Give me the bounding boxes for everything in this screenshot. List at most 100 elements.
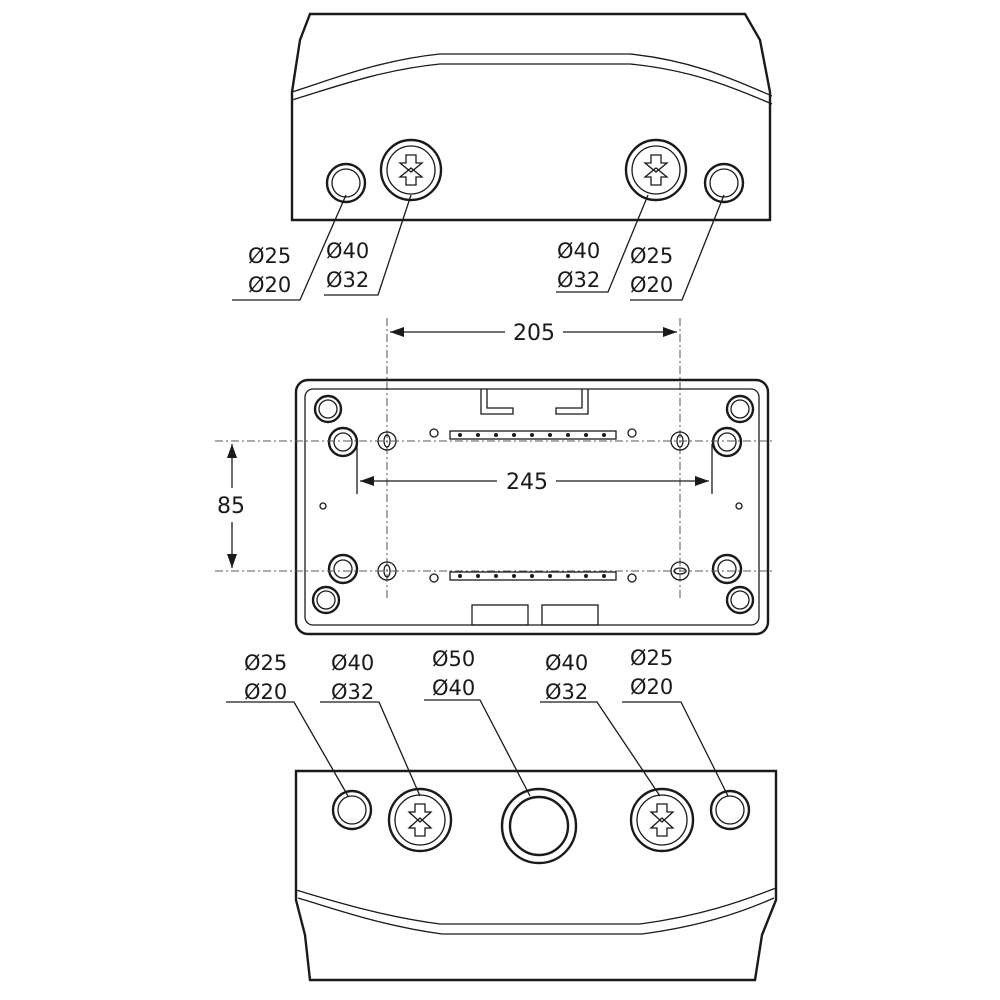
stud (530, 574, 534, 578)
leader-top-large-left (324, 194, 412, 296)
bottom-housing-curve (295, 887, 777, 925)
stud (548, 433, 552, 437)
top-small-left-label-2: Ø20 (248, 273, 291, 297)
mount-hole-tr-inner (717, 432, 737, 452)
arrowhead-205-left (390, 327, 404, 337)
top-housing-curve-inner (291, 63, 773, 105)
stud (530, 433, 534, 437)
stud (512, 433, 516, 437)
rail-screw-tl-slot (383, 434, 391, 448)
leader-bottom-large-right (540, 701, 661, 797)
stud (458, 574, 462, 578)
corner-hole-bl-inner (316, 590, 336, 610)
dim-85-label: 85 (217, 494, 245, 519)
top-small-left-label-1: Ø25 (248, 244, 291, 268)
corner-hole-tl-inner (318, 399, 338, 419)
top-hole-small-right-inner (709, 168, 739, 198)
top-knockout-right (624, 138, 688, 202)
plate-clip-bottom-left (471, 604, 529, 626)
stud (566, 574, 570, 578)
bottom-view: Ø25 Ø20 Ø40 Ø32 Ø50 Ø40 Ø40 Ø32 Ø25 Ø20 (226, 646, 778, 982)
mount-hole-tl-inner (333, 432, 353, 452)
bottom-center-label-1: Ø50 (432, 647, 475, 671)
stud (458, 433, 462, 437)
arrowhead-245-left (360, 476, 374, 486)
leader-bottom-large-left (320, 701, 421, 797)
top-hole-small-left (325, 162, 367, 204)
corner-hole-tl (313, 394, 343, 424)
mount-hole-bl-inner (333, 559, 353, 579)
stud (584, 433, 588, 437)
bottom-hole-center (500, 787, 578, 865)
top-large-left-label-2: Ø32 (326, 268, 369, 292)
plate-inner (304, 388, 760, 626)
stud (476, 574, 480, 578)
arrowhead-85-top (227, 444, 237, 458)
terminal-strip-bottom (449, 571, 617, 581)
bottom-knockout-left-arrows (407, 803, 433, 837)
bottom-knockout-left (387, 787, 453, 853)
stud (584, 574, 588, 578)
stud (494, 574, 498, 578)
arrowhead-85-bottom (227, 554, 237, 568)
leader-top-small-left (232, 194, 347, 301)
bottom-knockout-right (629, 787, 695, 853)
pin-bottom-left (429, 573, 439, 583)
top-knockout-right-arrows (643, 154, 669, 186)
mount-hole-br (711, 553, 743, 585)
corner-hole-tr-inner (730, 399, 750, 419)
mount-hole-tl (327, 426, 359, 458)
top-large-left-label-1: Ø40 (326, 239, 369, 263)
bottom-knockout-left-inner (394, 794, 446, 846)
arrowhead-245-right (695, 476, 709, 486)
pin-bottom-right (627, 573, 637, 583)
mount-hole-br-inner (717, 559, 737, 579)
dim-245-label: 245 (506, 470, 548, 495)
bottom-hole-small-left (331, 789, 373, 831)
corner-hole-br-inner (730, 590, 750, 610)
mount-hole-tr (711, 426, 743, 458)
leader-top-large-right (556, 194, 649, 293)
plan-view: 205 (215, 318, 772, 636)
bottom-large-left-label-2: Ø32 (331, 680, 374, 704)
bottom-large-right-label-2: Ø32 (545, 680, 588, 704)
bottom-small-left-label-1: Ø25 (244, 651, 287, 675)
top-small-right-label-2: Ø20 (630, 273, 673, 297)
terminal-strip-top (449, 430, 617, 440)
corner-hole-br (725, 585, 755, 615)
top-knockout-left-inner (386, 145, 436, 195)
top-small-right-label-1: Ø25 (630, 244, 673, 268)
bottom-knockout-right-inner (636, 794, 688, 846)
bottom-hole-small-left-inner (337, 795, 367, 825)
top-large-right-label-1: Ø40 (557, 239, 600, 263)
bottom-small-right-label-1: Ø25 (630, 646, 673, 670)
bottom-center-label-2: Ø40 (432, 676, 475, 700)
top-hole-small-left-inner (331, 168, 361, 198)
stud (602, 433, 606, 437)
top-housing-curve (291, 53, 773, 97)
top-knockout-left-arrows (398, 154, 424, 186)
bottom-housing-curve-inner (297, 897, 775, 935)
bottom-small-right-label-2: Ø20 (630, 675, 673, 699)
corner-hole-bl (311, 585, 341, 615)
pin-top-left (429, 428, 439, 438)
top-hole-small-right (703, 162, 745, 204)
pin-mid-right (735, 502, 743, 510)
dim-205-label: 205 (513, 321, 555, 346)
bottom-hole-small-right-inner (715, 795, 745, 825)
terminal-strip-bottom-studs (458, 574, 606, 578)
top-view: Ø25 Ø20 Ø40 Ø32 Ø40 Ø32 Ø25 Ø20 (232, 12, 773, 301)
arrowhead-205-right (663, 327, 677, 337)
top-housing-outline (290, 12, 772, 222)
pin-top-right (627, 428, 637, 438)
bottom-knockout-right-arrows (649, 803, 675, 837)
stud (602, 574, 606, 578)
plate-outer (294, 378, 770, 636)
stud (548, 574, 552, 578)
bottom-hole-center-inner (508, 795, 570, 857)
bottom-large-right-label-1: Ø40 (545, 651, 588, 675)
stud (512, 574, 516, 578)
top-knockout-left (379, 138, 443, 202)
